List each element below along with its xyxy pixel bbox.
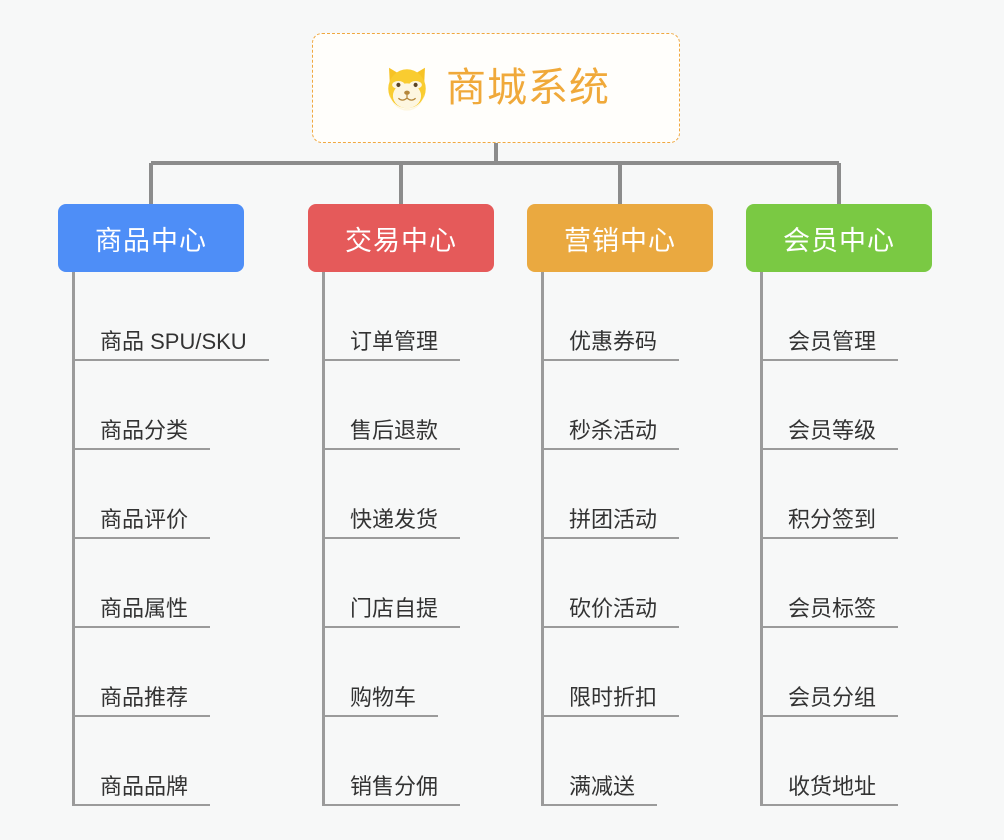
branch-column-3: 会员中心 会员管理 会员等级 积分签到 会员标签 会员分组 (746, 204, 932, 806)
branch-header-label-0: 商品中心 (95, 225, 207, 256)
list-item-underline (72, 537, 210, 539)
list-item[interactable]: 购物车 (308, 628, 494, 717)
list-item[interactable]: 秒杀活动 (527, 361, 713, 450)
list-item[interactable]: 商品推荐 (58, 628, 244, 717)
list-item-label: 订单管理 (350, 328, 439, 354)
branch-item-list-2: 优惠券码 秒杀活动 拼团活动 砍价活动 限时折扣 满减送 (527, 272, 713, 806)
branch-spine-2 (541, 272, 544, 806)
list-item-label: 商品 SPU/SKU (100, 328, 247, 354)
list-item[interactable]: 会员等级 (746, 361, 932, 450)
list-item[interactable]: 会员管理 (746, 272, 932, 361)
list-item-label: 商品分类 (100, 417, 189, 443)
list-item-underline (72, 715, 210, 717)
list-item[interactable]: 快递发货 (308, 450, 494, 539)
branch-header-label-1: 交易中心 (345, 225, 457, 256)
list-item-underline (760, 359, 898, 361)
list-item[interactable]: 积分签到 (746, 450, 932, 539)
list-item[interactable]: 售后退款 (308, 361, 494, 450)
list-item[interactable]: 门店自提 (308, 539, 494, 628)
list-item-label: 会员等级 (788, 417, 877, 443)
branch-column-2: 营销中心 优惠券码 秒杀活动 拼团活动 砍价活动 限时折扣 (527, 204, 713, 806)
list-item-label: 会员标签 (788, 595, 877, 621)
list-item-underline (72, 626, 210, 628)
list-item-underline (322, 537, 460, 539)
list-item[interactable]: 会员分组 (746, 628, 932, 717)
list-item-underline (760, 626, 898, 628)
list-item[interactable]: 商品属性 (58, 539, 244, 628)
list-item-label: 秒杀活动 (569, 417, 658, 443)
list-item-label: 满减送 (569, 773, 636, 799)
branch-spine-1 (322, 272, 325, 806)
branch-item-list-1: 订单管理 售后退款 快递发货 门店自提 购物车 销售分佣 (308, 272, 494, 806)
list-item-underline (541, 804, 657, 806)
list-item-label: 商品推荐 (100, 684, 189, 710)
list-item[interactable]: 商品分类 (58, 361, 244, 450)
list-item[interactable]: 拼团活动 (527, 450, 713, 539)
list-item[interactable]: 商品 SPU/SKU (58, 272, 269, 361)
branch-header-label-3: 会员中心 (783, 225, 895, 256)
list-item-label: 收货地址 (788, 773, 877, 799)
list-item[interactable]: 订单管理 (308, 272, 494, 361)
branch-column-1: 交易中心 订单管理 售后退款 快递发货 门店自提 购物车 (308, 204, 494, 806)
list-item-underline (72, 804, 210, 806)
list-item-label: 会员分组 (788, 684, 877, 710)
list-item-label: 快递发货 (350, 506, 439, 532)
root-node[interactable]: 商城系统 (312, 33, 680, 143)
list-item-underline (541, 537, 679, 539)
list-item-label: 售后退款 (350, 417, 439, 443)
list-item-underline (760, 804, 898, 806)
list-item[interactable]: 优惠券码 (527, 272, 713, 361)
list-item[interactable]: 商品品牌 (58, 717, 244, 806)
list-item-label: 商品品牌 (100, 773, 189, 799)
list-item-underline (541, 448, 679, 450)
list-item-label: 优惠券码 (569, 328, 658, 354)
branch-header-0[interactable]: 商品中心 (58, 204, 244, 272)
branch-item-list-0: 商品 SPU/SKU 商品分类 商品评价 商品属性 商品推荐 商品品牌 (58, 272, 269, 806)
branch-header-label-2: 营销中心 (564, 225, 676, 256)
list-item-underline (72, 359, 269, 361)
list-item-underline (322, 804, 460, 806)
list-item[interactable]: 砍价活动 (527, 539, 713, 628)
list-item-underline (760, 715, 898, 717)
list-item[interactable]: 收货地址 (746, 717, 932, 806)
list-item[interactable]: 会员标签 (746, 539, 932, 628)
list-item-label: 限时折扣 (569, 684, 658, 710)
list-item-underline (541, 359, 679, 361)
branch-spine-0 (72, 272, 75, 806)
branch-item-list-3: 会员管理 会员等级 积分签到 会员标签 会员分组 收货地址 (746, 272, 932, 806)
branch-header-3[interactable]: 会员中心 (746, 204, 932, 272)
list-item-label: 砍价活动 (569, 595, 658, 621)
list-item-label: 购物车 (350, 684, 417, 710)
list-item-label: 销售分佣 (350, 773, 439, 799)
list-item[interactable]: 限时折扣 (527, 628, 713, 717)
list-item-label: 会员管理 (788, 328, 877, 354)
dog-face-icon (388, 67, 426, 111)
list-item-underline (322, 715, 438, 717)
list-item[interactable]: 销售分佣 (308, 717, 494, 806)
list-item-underline (760, 537, 898, 539)
list-item-label: 门店自提 (350, 595, 439, 621)
branch-header-2[interactable]: 营销中心 (527, 204, 713, 272)
list-item-label: 商品属性 (100, 595, 189, 621)
list-item-label: 积分签到 (788, 506, 877, 532)
list-item-underline (760, 448, 898, 450)
list-item-underline (541, 715, 679, 717)
list-item-underline (322, 626, 460, 628)
list-item[interactable]: 满减送 (527, 717, 713, 806)
branch-spine-3 (760, 272, 763, 806)
list-item-underline (541, 626, 679, 628)
list-item[interactable]: 商品评价 (58, 450, 244, 539)
root-title: 商城系统 (446, 66, 610, 110)
list-item-label: 拼团活动 (569, 506, 658, 532)
branch-header-1[interactable]: 交易中心 (308, 204, 494, 272)
branch-column-0: 商品中心 商品 SPU/SKU 商品分类 商品评价 商品属性 商品推荐 (58, 204, 269, 806)
list-item-label: 商品评价 (100, 506, 189, 532)
list-item-underline (72, 448, 210, 450)
list-item-underline (322, 359, 460, 361)
list-item-underline (322, 448, 460, 450)
